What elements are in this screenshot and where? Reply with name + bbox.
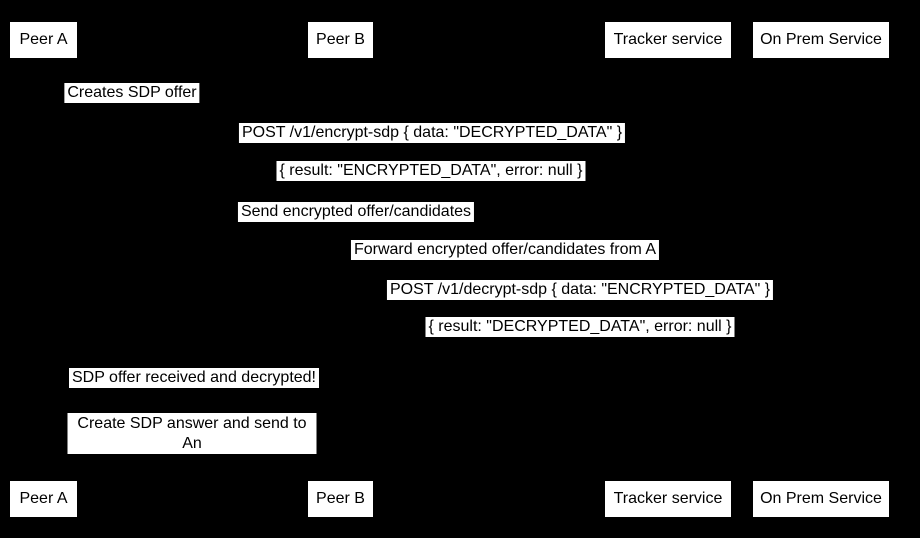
participant-on-prem-service-top: On Prem Service	[753, 22, 889, 58]
note-create-sdp-answer: Create SDP answer and send to An using t…	[67, 413, 317, 472]
note-line-2: using the same mechanism	[94, 455, 290, 472]
participant-peer-b-bottom: Peer B	[308, 481, 373, 517]
lifeline-peer-b	[340, 58, 341, 481]
participant-peer-b-top: Peer B	[308, 22, 373, 58]
message-creates-sdp-offer: Creates SDP offer	[64, 83, 200, 103]
note-line-1: Create SDP answer and send to An	[77, 415, 307, 452]
message-decrypt-sdp-request: POST /v1/decrypt-sdp { data: "ENCRYPTED_…	[386, 280, 774, 300]
message-send-encrypted-offer: Send encrypted offer/candidates	[237, 202, 475, 222]
message-decrypt-sdp-response: { result: "DECRYPTED_DATA", error: null …	[425, 317, 735, 337]
lifeline-tracker-service	[668, 58, 669, 481]
participant-tracker-service-bottom: Tracker service	[605, 481, 731, 517]
message-forward-encrypted-offer: Forward encrypted offer/candidates from …	[350, 240, 660, 260]
participant-on-prem-service-bottom: On Prem Service	[753, 481, 889, 517]
lifeline-peer-a	[43, 58, 44, 481]
participant-peer-a-bottom: Peer A	[10, 481, 77, 517]
participant-peer-a-top: Peer A	[10, 22, 77, 58]
message-encrypt-sdp-request: POST /v1/encrypt-sdp { data: "DECRYPTED_…	[238, 123, 626, 143]
lifeline-on-prem-service	[821, 58, 822, 481]
message-encrypt-sdp-response: { result: "ENCRYPTED_DATA", error: null …	[276, 161, 586, 181]
participant-tracker-service-top: Tracker service	[605, 22, 731, 58]
message-offer-received-decrypted: SDP offer received and decrypted!	[69, 368, 319, 388]
